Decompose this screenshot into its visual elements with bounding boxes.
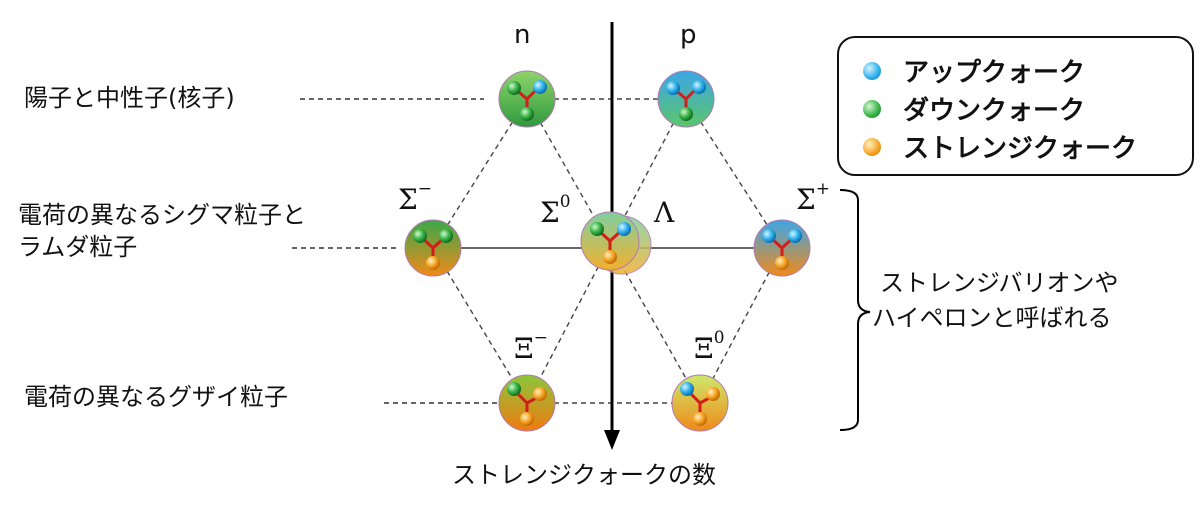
xi-zero-label: Ξ0 (694, 328, 725, 365)
sigma-plus-label: Σ+ (796, 179, 830, 216)
up-quark (533, 80, 547, 94)
strange-quark (603, 250, 617, 264)
sigma-zero-base: Σ (540, 196, 560, 229)
up-quark-icon (863, 61, 881, 80)
down-quark (413, 229, 427, 243)
strange-quark (693, 412, 707, 426)
legend-item-down: ダウンクォーク (863, 90, 1085, 127)
nucleon-label: 陽子と中性子(核子) (24, 84, 235, 112)
legend-up-label: アップクォーク (903, 58, 1086, 88)
sigma-plus-base: Σ (796, 183, 816, 216)
down-quark (439, 229, 453, 243)
down-quark (679, 107, 693, 121)
hexagon-edges (432, 98, 783, 404)
legend-down-label: ダウンクォーク (903, 96, 1086, 126)
hyperon-bracket (839, 189, 871, 431)
strange-quark (775, 256, 789, 270)
down-quark (520, 107, 534, 121)
strange-quark (533, 387, 547, 401)
up-quark (692, 80, 706, 94)
xi-minus-base: Ξ (514, 332, 534, 365)
particle-xi-minus (498, 374, 556, 432)
particle-xi-zero (671, 374, 729, 432)
lambda-label: Λ (654, 196, 674, 229)
strange-quark (520, 412, 534, 426)
legend-strange-label: ストレンジクォーク (903, 134, 1138, 164)
legend-item-up: アップクォーク (863, 52, 1085, 89)
up-quark (788, 229, 802, 243)
quark-legend: アップクォーク ダウンクォーク ストレンジクォーク (837, 36, 1194, 176)
sigma-minus-label: Σ− (398, 179, 432, 216)
particle-p (657, 70, 715, 128)
proton-label: p (680, 20, 697, 50)
down-quark (507, 81, 521, 95)
strange-quark-count-label: ストレンジクォークの数 (452, 461, 716, 489)
lambda-base: Λ (654, 196, 675, 229)
sigma-zero-charge: 0 (559, 192, 571, 212)
sigma-plus-charge: + (815, 179, 831, 199)
up-quark (666, 81, 680, 95)
xi-label: 電荷の異なるグザイ粒子 (24, 383, 288, 411)
sigma-lambda-label-line2: ラムダ粒子 (18, 233, 138, 261)
legend-item-strange: ストレンジクォーク (863, 128, 1137, 165)
up-quark (617, 222, 631, 236)
strange-quark (426, 256, 440, 270)
hyperon-label-line2: ハイペロンと呼ばれる (872, 304, 1112, 332)
xi-minus-charge: − (533, 328, 548, 348)
down-quark (590, 222, 604, 236)
xi-minus-label: Ξ− (514, 328, 548, 365)
xi-zero-charge: 0 (713, 328, 725, 348)
xi-zero-base: Ξ (694, 332, 714, 365)
sigma-minus-base: Σ (398, 183, 418, 216)
neutron-label: n (514, 20, 531, 50)
up-quark (680, 382, 694, 396)
particle-sigma-minus (404, 219, 462, 277)
particle-n (498, 70, 556, 128)
up-quark (762, 229, 776, 243)
down-quark (507, 382, 521, 396)
hyperon-label-line1: ストレンジバリオンや (880, 269, 1119, 297)
particle-sigma-zero (580, 211, 640, 271)
strange-quark-icon (863, 137, 881, 156)
sigma-zero-label: Σ0 (540, 192, 571, 229)
sigma-minus-charge: − (417, 179, 433, 199)
down-quark-icon (863, 99, 881, 118)
particle-sigma-plus (753, 219, 811, 277)
sigma-lambda-label-line1: 電荷の異なるシグマ粒子と (18, 201, 306, 229)
strange-quark (706, 387, 720, 401)
strangeness-arrowhead (604, 430, 620, 450)
